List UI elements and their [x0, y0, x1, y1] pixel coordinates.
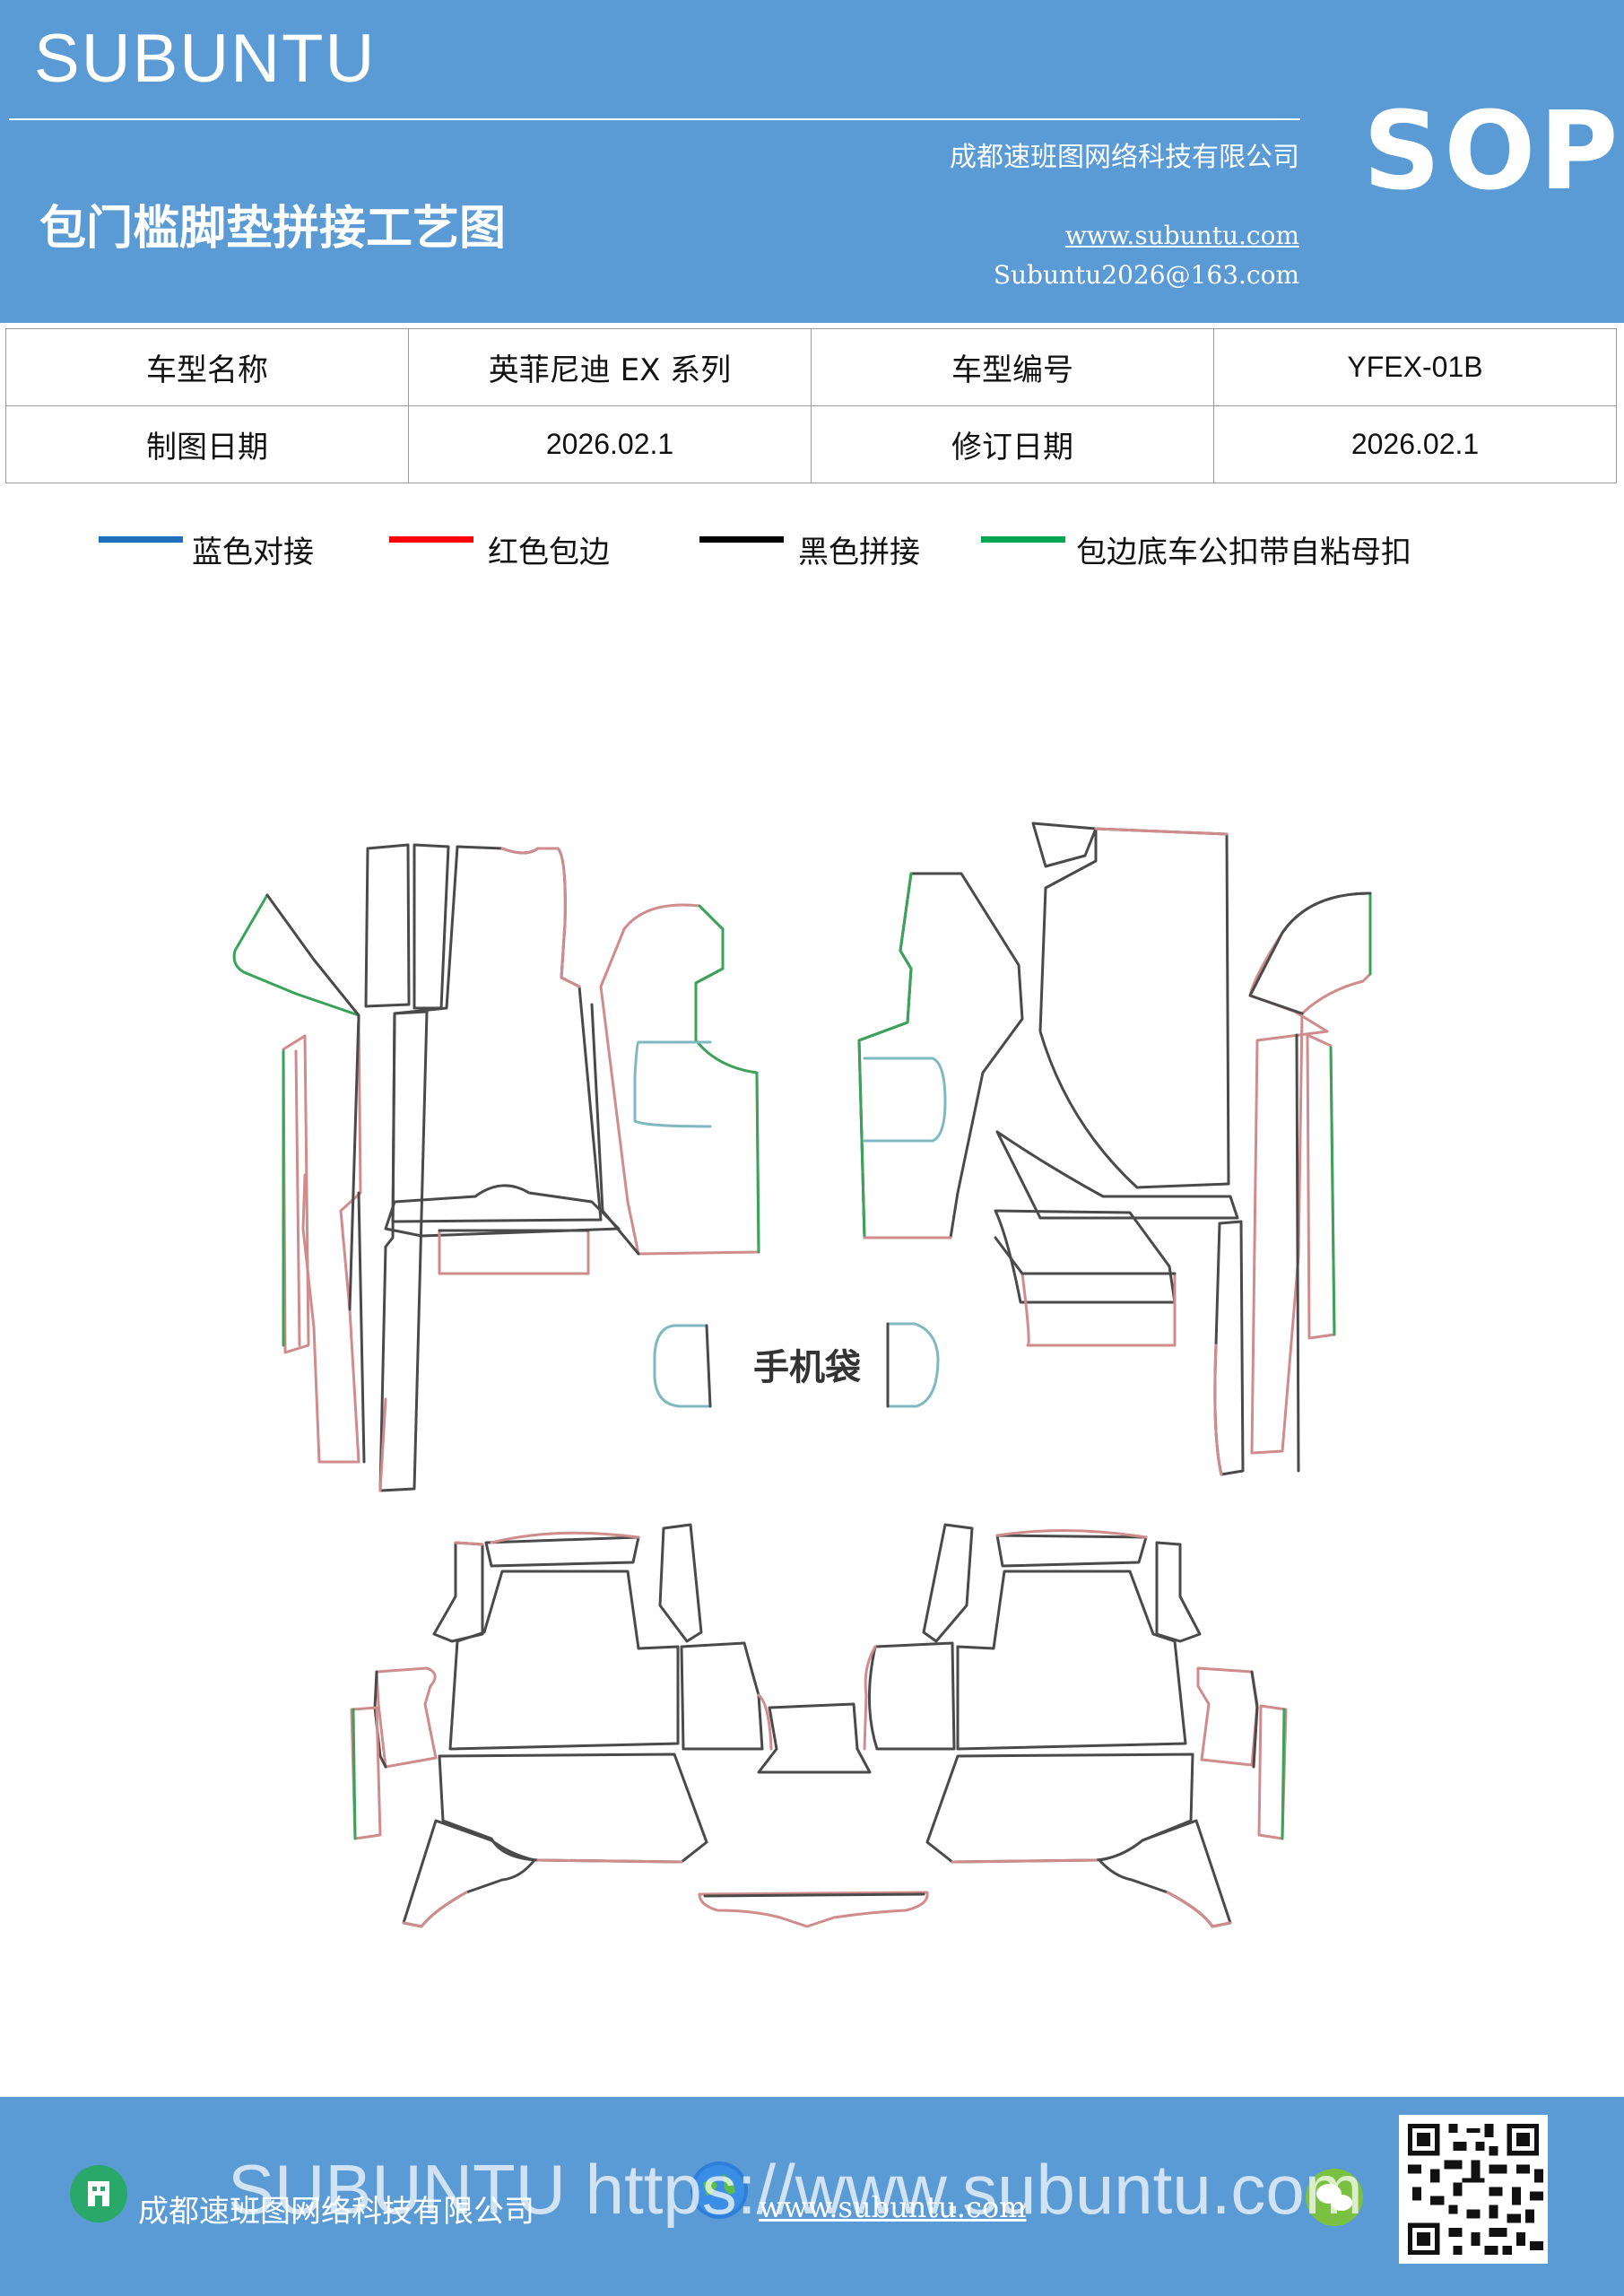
phone-pocket-pieces	[653, 1322, 940, 1408]
front-right-pieces	[857, 822, 1372, 1476]
mat-pattern-drawing: 手机袋	[232, 822, 1372, 1928]
value-revision-date: 2026.02.1	[1213, 405, 1617, 483]
header-divider	[9, 118, 1300, 120]
rear-right-pieces	[863, 1523, 1288, 1928]
website-link[interactable]: www.subuntu.com	[1064, 221, 1299, 250]
label-model-code: 车型编号	[811, 328, 1214, 406]
legend-swatch-black	[699, 536, 784, 543]
phone-pocket-label: 手机袋	[753, 1347, 861, 1388]
qr-code[interactable]	[1399, 2115, 1548, 2264]
footer-website-link[interactable]: www.subuntu.com	[759, 2190, 1027, 2224]
globe-icon	[690, 2161, 748, 2219]
legend-label: 黑色拼接	[798, 535, 920, 570]
brand-logo: SUBUNTU	[34, 21, 377, 97]
rear-left-pieces	[350, 1523, 929, 1928]
value-draw-date: 2026.02.1	[408, 405, 812, 483]
email-address: Subuntu2026@163.com	[993, 260, 1299, 290]
legend-swatch-green	[981, 536, 1065, 543]
footer-band: 成都速班图网络科技有限公司 www.subuntu.com SUBUNTU ht…	[0, 2097, 1624, 2296]
header-band: SUBUNTU 包门槛脚垫拼接工艺图 成都速班图网络科技有限公司 www.sub…	[0, 0, 1624, 323]
company-name: 成都速班图网络科技有限公司	[950, 142, 1299, 173]
value-model-name: 英菲尼迪 EX 系列	[408, 328, 812, 406]
footer-watermark: SUBUNTU https://www.subuntu.com	[228, 2150, 1363, 2229]
footer-company-name: 成都速班图网络科技有限公司	[138, 2194, 534, 2230]
legend-label: 包边底车公扣带自粘母扣	[1076, 535, 1411, 570]
table-row: 制图日期 2026.02.1 修订日期 2026.02.1	[5, 405, 1617, 483]
vehicle-info-table: 车型名称 英菲尼迪 EX 系列 车型编号 YFEX-01B 制图日期 2026.…	[5, 328, 1617, 483]
label-model-name: 车型名称	[5, 328, 409, 406]
value-model-code: YFEX-01B	[1213, 328, 1617, 406]
building-icon	[70, 2165, 127, 2222]
wechat-icon	[1306, 2169, 1363, 2226]
legend-swatch-blue	[99, 536, 183, 543]
label-draw-date: 制图日期	[5, 405, 409, 483]
legend-label: 红色包边	[488, 535, 610, 570]
legend-swatch-red	[389, 536, 473, 543]
legend: 蓝色对接 红色包边 黑色拼接 包边底车公扣带自粘母扣	[0, 527, 1624, 572]
sop-label: SOP	[1363, 90, 1622, 214]
label-revision-date: 修订日期	[811, 405, 1214, 483]
page-title: 包门槛脚垫拼接工艺图	[39, 202, 507, 256]
front-left-pieces	[232, 843, 760, 1492]
legend-label: 蓝色对接	[192, 535, 314, 570]
table-row: 车型名称 英菲尼迪 EX 系列 车型编号 YFEX-01B	[5, 328, 1617, 406]
